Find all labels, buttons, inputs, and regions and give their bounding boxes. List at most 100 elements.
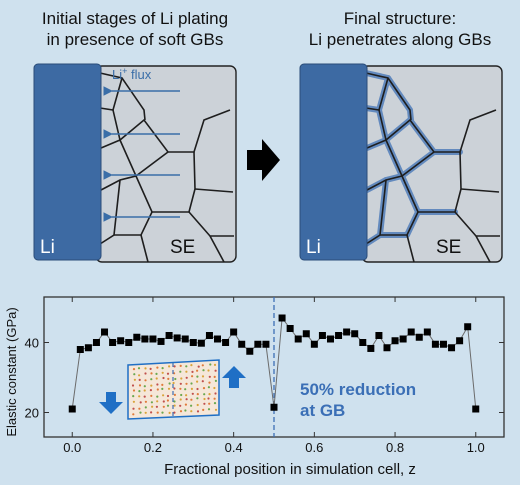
inset-atom — [162, 400, 165, 403]
inset-atom — [185, 398, 188, 401]
data-point — [109, 339, 117, 346]
inset-atom — [162, 394, 165, 397]
inset-atom — [197, 365, 200, 368]
data-point — [343, 328, 351, 336]
data-point — [351, 330, 359, 338]
inset-atom — [166, 404, 170, 407]
right-arrow-icon — [247, 139, 280, 181]
inset-atom — [208, 375, 211, 378]
inset-atom — [143, 385, 146, 388]
y-tick-label: 40 — [25, 336, 39, 351]
inset-atom — [196, 387, 199, 391]
inset-atom — [209, 363, 212, 366]
inset-atom — [166, 394, 170, 398]
data-point — [383, 344, 391, 352]
data-point — [326, 335, 334, 343]
inset-atom — [213, 363, 217, 366]
inset-atom — [144, 400, 147, 403]
inset-atom — [202, 369, 205, 372]
inset-atom — [207, 369, 210, 372]
inset-atom — [196, 403, 199, 407]
data-point — [149, 335, 157, 343]
inset-atom — [185, 376, 188, 379]
inset-atom — [213, 397, 216, 400]
inset-atom — [150, 378, 153, 381]
inset-atom — [213, 386, 216, 390]
data-point — [189, 339, 197, 346]
inset-atom — [162, 405, 165, 408]
inset-atom — [196, 397, 199, 400]
data-point — [68, 405, 76, 413]
inset-atom — [161, 387, 164, 390]
inset-atom — [132, 395, 135, 398]
annotation-line2: at GB — [300, 401, 345, 420]
inset-atom — [196, 369, 199, 372]
inset-atom — [155, 405, 158, 408]
data-point — [76, 346, 84, 353]
inset-atom — [138, 407, 141, 410]
inset-atom — [139, 401, 142, 404]
x-tick-label: 0.2 — [144, 440, 162, 455]
data-point — [375, 332, 383, 339]
inset-atom — [161, 367, 164, 370]
inset-atom — [173, 404, 176, 407]
inset-atom — [172, 381, 175, 385]
grain-boundaries — [99, 72, 234, 263]
inset-atom — [151, 405, 154, 408]
inset-atom — [150, 372, 153, 375]
right-title-line2: Li penetrates along GBs — [309, 30, 491, 49]
data-point — [246, 347, 254, 355]
inset-atom — [180, 377, 183, 380]
data-point — [84, 344, 92, 352]
data-point — [423, 328, 431, 336]
inset-atom — [150, 394, 153, 397]
data-point — [165, 332, 173, 339]
inset-atom — [138, 378, 141, 381]
left-title-line2: in presence of soft GBs — [47, 30, 224, 49]
inset-atom — [162, 376, 165, 380]
data-point — [294, 335, 302, 343]
data-point — [262, 340, 270, 348]
right-title-line1: Final structure: — [344, 9, 456, 28]
inset-atom — [132, 389, 136, 392]
inset-atom — [202, 387, 206, 390]
data-point — [92, 339, 100, 346]
inset-atom — [173, 393, 176, 396]
inset-atom — [214, 369, 217, 372]
inset-atom — [190, 404, 193, 407]
inset-atom — [132, 400, 135, 403]
inset-atoms — [131, 363, 218, 416]
inset-atom — [190, 398, 193, 401]
inset-atom — [207, 386, 210, 389]
inset-atom — [184, 388, 187, 391]
inset-atom — [155, 377, 158, 380]
inset-atom — [208, 381, 211, 384]
x-tick-label: 0.4 — [225, 440, 243, 455]
data-point — [431, 340, 439, 348]
inset-atom — [174, 377, 177, 381]
inset-atom — [143, 395, 146, 398]
down-arrow-icon — [99, 392, 123, 414]
data-point — [278, 314, 286, 322]
data-point — [448, 344, 456, 352]
data-point — [472, 405, 480, 413]
inset-atom — [143, 389, 146, 392]
data-point — [310, 340, 318, 348]
final-structure-panel: Final structure: Li penetrates along GBs — [299, 9, 503, 263]
inset-atom — [168, 411, 171, 414]
inset-atom — [179, 398, 182, 401]
inset-atom — [132, 413, 135, 416]
inset-atom — [144, 367, 147, 370]
data-point — [157, 337, 165, 345]
li-flux-arrows — [103, 86, 180, 222]
gb-inset-schematic — [99, 359, 246, 420]
inset-atom — [180, 393, 183, 397]
inset-atom — [133, 373, 136, 376]
inset-atom — [138, 384, 142, 387]
li-label-right: Li — [306, 237, 321, 258]
inset-atom — [138, 374, 141, 377]
inset-atom — [137, 367, 141, 370]
data-point — [197, 339, 205, 347]
data-point — [133, 333, 141, 341]
inset-cell — [127, 359, 220, 420]
